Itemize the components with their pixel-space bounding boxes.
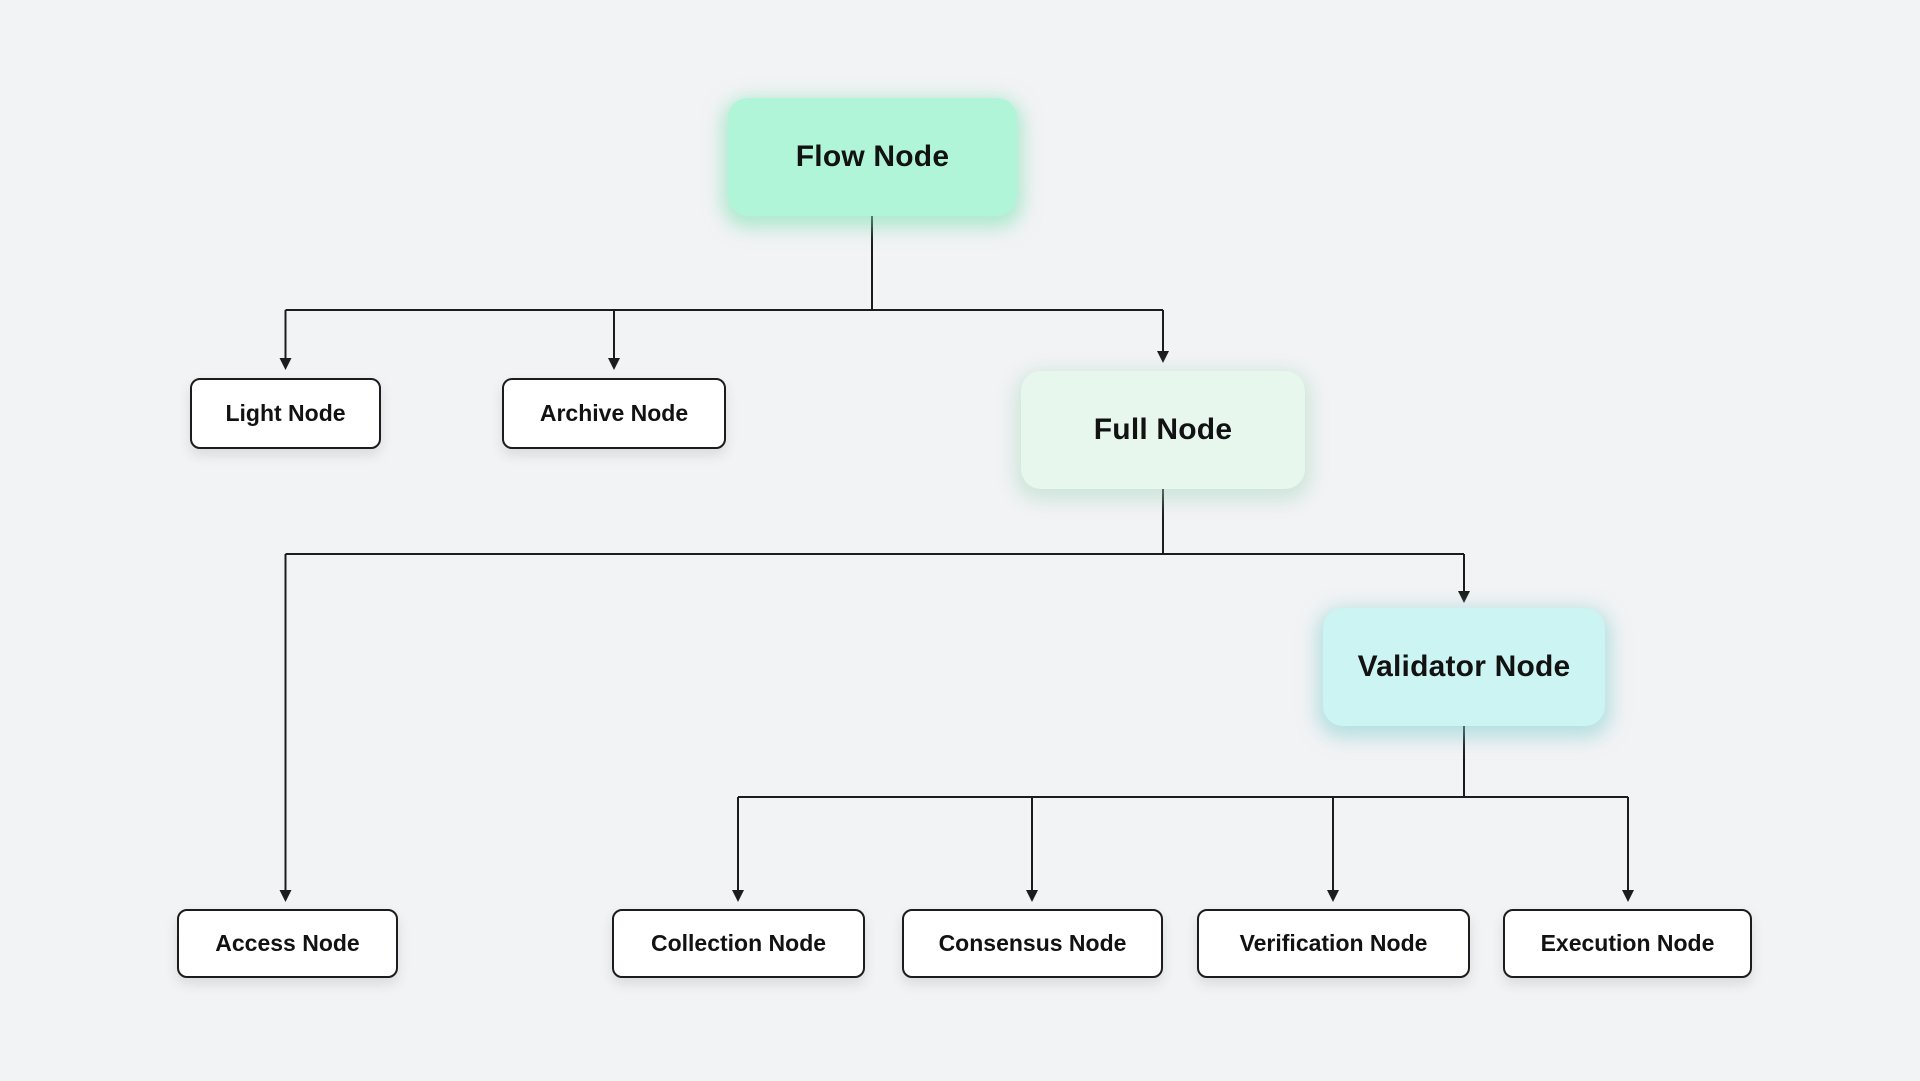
node-light-label: Light Node (225, 400, 346, 426)
node-collection: Collection Node (612, 909, 865, 978)
node-collection-label: Collection Node (650, 930, 827, 956)
node-light: Light Node (190, 378, 381, 449)
node-consensus-label: Consensus Node (938, 930, 1127, 956)
node-flow: Flow Node (728, 98, 1017, 216)
node-access-label: Access Node (215, 930, 360, 956)
node-execution: Execution Node (1503, 909, 1752, 978)
node-full-label: Full Node (1093, 413, 1233, 446)
node-consensus: Consensus Node (902, 909, 1163, 978)
node-verification-label: Verification Node (1239, 930, 1428, 956)
node-validator: Validator Node (1323, 608, 1605, 726)
node-archive: Archive Node (502, 378, 726, 449)
node-full: Full Node (1021, 371, 1305, 489)
node-archive-label: Archive Node (539, 400, 689, 426)
node-access: Access Node (177, 909, 398, 978)
node-validator-label: Validator Node (1357, 650, 1571, 683)
node-flow-label: Flow Node (795, 140, 950, 173)
node-verification: Verification Node (1197, 909, 1470, 978)
node-execution-label: Execution Node (1540, 930, 1715, 956)
